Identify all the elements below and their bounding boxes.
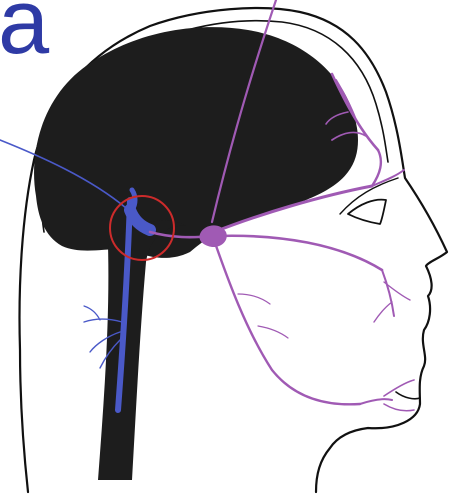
purple-nerve-lower-branch (214, 240, 360, 404)
purple-nerve-jaw-1 (360, 399, 392, 404)
purple-nerve-mid-branch (216, 236, 382, 270)
brain (34, 27, 358, 480)
mouth (396, 392, 420, 399)
purple-nerve-fine-2 (238, 294, 270, 304)
purple-nerve-upper-tip-1 (372, 150, 381, 186)
purple-nerve-fine-1 (258, 326, 288, 338)
purple-nerve-jaw-3 (384, 404, 414, 411)
blue-nerve-branch-4 (84, 306, 100, 320)
eye (348, 200, 386, 224)
purple-nerve-cheek-3 (374, 302, 392, 322)
eyebrow (340, 178, 398, 214)
brain-hemisphere (34, 27, 358, 258)
panel-letter: a (0, 0, 49, 68)
